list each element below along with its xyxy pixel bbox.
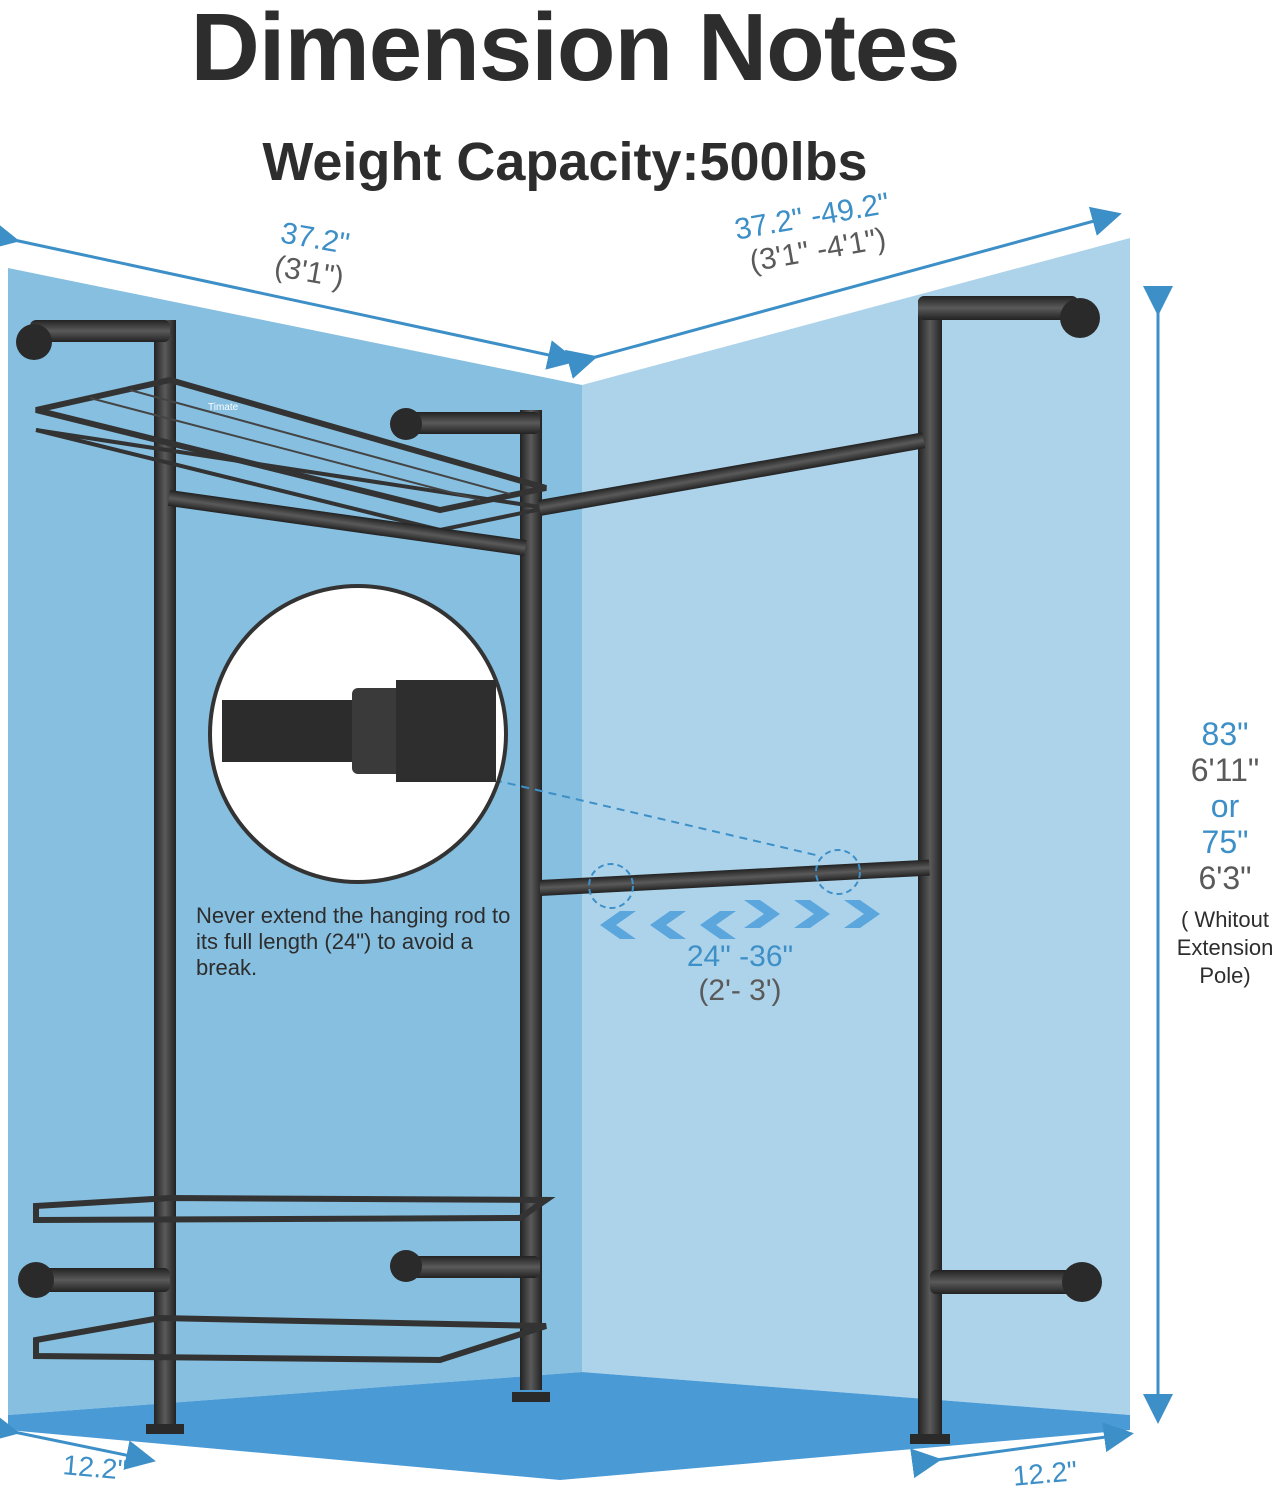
rod-joint-marker bbox=[815, 849, 861, 895]
bracket-top-right bbox=[918, 296, 1078, 320]
foot bbox=[910, 1434, 950, 1444]
height-note: ( Whitout Extension Pole) bbox=[1176, 907, 1274, 988]
height-or: or bbox=[1210, 788, 1240, 824]
bracket-top-left bbox=[30, 320, 170, 342]
depth-right-arrow bbox=[910, 1422, 1134, 1479]
height-value1: 83" bbox=[1201, 716, 1249, 752]
bracket-bottom-mid bbox=[400, 1256, 540, 1278]
brand-tag: Timate bbox=[208, 402, 239, 413]
flange bbox=[390, 1250, 422, 1282]
rod-range-inches: 24" -36" bbox=[686, 940, 794, 973]
rod-range-feet: (2'- 3') bbox=[698, 974, 782, 1007]
height-value2-feet: 6'3" bbox=[1198, 860, 1252, 896]
rod-warning-note: Never extend the hanging rod to its full… bbox=[196, 903, 511, 980]
flange bbox=[1060, 298, 1100, 338]
rod-range-label: 24" -36" (2'- 3') bbox=[640, 940, 840, 1008]
extend-chevrons bbox=[744, 900, 880, 928]
top-hanging-rod-left bbox=[167, 490, 527, 556]
foot bbox=[512, 1392, 550, 1402]
depth-left-arrow bbox=[0, 1412, 156, 1470]
top-wire-shelf bbox=[35, 376, 547, 533]
bracket-top-mid bbox=[400, 412, 540, 434]
extendable-hanging-rod bbox=[539, 859, 930, 896]
pole-left-back bbox=[520, 410, 542, 1390]
bracket-bottom-left bbox=[30, 1268, 170, 1292]
floor bbox=[8, 1372, 1130, 1480]
width-right-arrow bbox=[564, 206, 1122, 379]
bottom-wire-shelf-upper bbox=[33, 1194, 556, 1224]
bracket-bottom-right bbox=[930, 1270, 1090, 1294]
flange bbox=[1062, 1262, 1102, 1302]
pole-left-front bbox=[154, 320, 176, 1430]
height-value2: 75" bbox=[1201, 824, 1249, 860]
width-left-arrow bbox=[0, 220, 578, 370]
flange bbox=[18, 1262, 54, 1298]
rod-joint-marker bbox=[588, 863, 634, 909]
rod-joint-zoom bbox=[208, 584, 508, 884]
foot bbox=[146, 1424, 184, 1434]
collapse-chevrons bbox=[600, 911, 736, 939]
flange bbox=[390, 408, 422, 440]
bottom-wire-shelf-lower bbox=[33, 1314, 547, 1364]
right-wall bbox=[582, 238, 1130, 1415]
upper-hanging-rod-right bbox=[538, 432, 926, 516]
flange bbox=[16, 324, 52, 360]
weight-capacity: Weight Capacity:500lbs bbox=[262, 132, 868, 192]
page-title: Dimension Notes bbox=[190, 0, 960, 101]
height-label: 83" 6'11" or 75" 6'3" ( Whitout Extensio… bbox=[1160, 716, 1286, 990]
height-value1-feet: 6'11" bbox=[1190, 752, 1260, 788]
